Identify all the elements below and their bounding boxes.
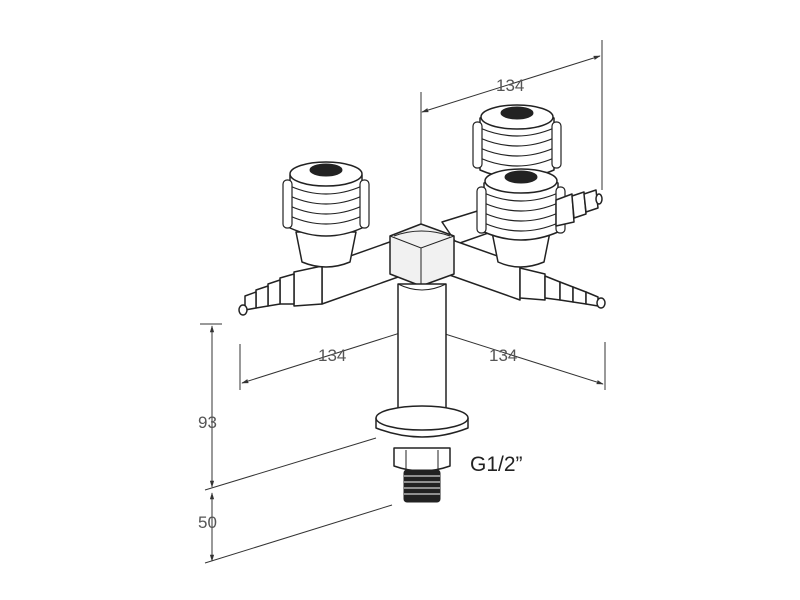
height-upper-label: 93 — [198, 413, 217, 432]
rear-valve-side-grip-left — [472, 121, 483, 169]
thread-shank — [403, 469, 441, 503]
right-front-valve — [476, 168, 566, 268]
top-dimension-line — [421, 55, 601, 113]
mounting-flange — [375, 405, 469, 438]
left-valve-side-grip-left — [282, 179, 293, 229]
right-dimension-label: 134 — [489, 346, 517, 365]
thread-size-label: G1/2” — [470, 453, 523, 476]
central-hub — [389, 223, 455, 287]
left-dimension-line — [241, 326, 420, 384]
rear-valve-side-grip-right — [551, 121, 562, 169]
left-valve-side-grip-right — [359, 179, 370, 229]
right-valve-cap-icon — [504, 170, 538, 184]
flange-extension-line — [204, 437, 377, 491]
rear-valve-cap-icon — [500, 106, 534, 120]
right-valve-bonnet — [491, 231, 551, 268]
left-nozzle-collar — [293, 265, 323, 307]
rear-valve — [472, 104, 562, 179]
right-valve-side-grip-left — [476, 186, 487, 234]
threaded-connection — [393, 447, 451, 503]
right-valve-ribs — [483, 192, 559, 232]
right-dimension-line — [422, 326, 604, 385]
tap-body — [238, 104, 606, 503]
top-dimension-label: 134 — [496, 76, 524, 95]
left-valve-bonnet — [295, 231, 357, 268]
rear-nozzle-tip — [595, 193, 603, 205]
left-hose-nozzle — [238, 265, 323, 316]
left-valve — [282, 161, 370, 268]
height-lower-label: 50 — [198, 513, 217, 532]
rear-valve-ribs — [479, 127, 555, 167]
left-valve-ribs — [289, 185, 363, 225]
left-nozzle-tip — [238, 304, 248, 316]
left-valve-cap-icon — [309, 163, 343, 177]
vertical-column — [397, 283, 447, 421]
right-hose-nozzle — [519, 267, 606, 309]
right-nozzle-collar — [519, 267, 546, 301]
thread-end-extension-line — [204, 504, 393, 564]
left-dimension-label: 134 — [318, 346, 346, 365]
hub-block — [389, 223, 455, 287]
dimension-lines — [200, 40, 606, 564]
lock-nut — [393, 447, 451, 472]
right-nozzle-tip — [596, 297, 606, 309]
rear-hose-nozzle — [555, 189, 603, 227]
